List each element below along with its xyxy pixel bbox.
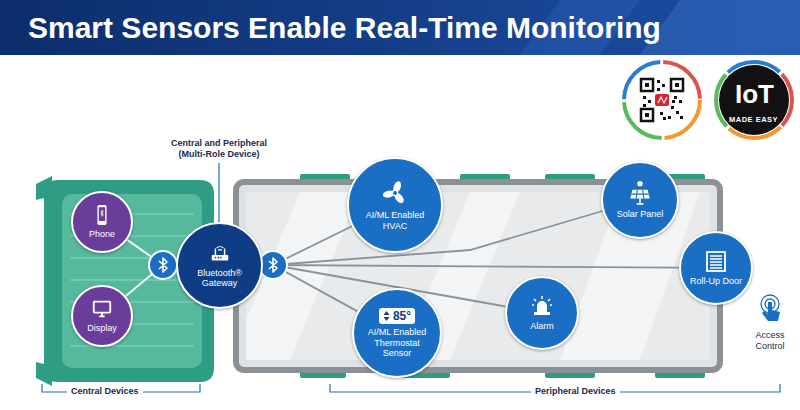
roll-up-door-icon bbox=[704, 249, 728, 273]
qr-badge bbox=[624, 62, 700, 138]
device-circle: Display bbox=[71, 285, 133, 347]
device-circle: Phone bbox=[71, 191, 133, 253]
alarm-icon bbox=[529, 294, 555, 318]
node-icon bbox=[704, 249, 728, 273]
device-circle: Roll-Up Door bbox=[679, 231, 753, 305]
roof-glare bbox=[246, 192, 360, 360]
device-circle: Alarm bbox=[505, 276, 579, 350]
thermostat-arrows bbox=[383, 310, 390, 322]
trailer-roof bbox=[246, 192, 710, 360]
node-content: Solar Panel bbox=[617, 180, 664, 219]
bluetooth-badge bbox=[149, 251, 177, 279]
icon-label: Access Control bbox=[746, 330, 794, 352]
hand-icon bbox=[762, 302, 780, 321]
node-icon bbox=[91, 204, 113, 226]
thermostat-reading: 85° bbox=[393, 309, 411, 323]
logo-text: MADE EASY bbox=[729, 115, 778, 124]
leader-line bbox=[218, 163, 219, 222]
bluetooth-badge bbox=[259, 251, 287, 279]
router-icon bbox=[208, 243, 232, 265]
node-content: Phone bbox=[89, 204, 115, 239]
iot-badge bbox=[716, 62, 792, 138]
device-circle: Bluetooth® Gateway bbox=[176, 222, 263, 309]
trailer-body bbox=[236, 182, 720, 370]
node-icon bbox=[381, 179, 409, 207]
node-icon bbox=[529, 294, 555, 318]
phone-icon bbox=[91, 204, 113, 226]
node-label: Display bbox=[87, 323, 117, 333]
node-label: Solar Panel bbox=[617, 209, 664, 219]
group-label: Peripheral Devices bbox=[531, 386, 620, 397]
device-circle: 85° AI/ML Enabled Thermostat Sensor bbox=[352, 288, 442, 378]
banner-band bbox=[0, 0, 800, 55]
node-label: AI/ML Enabled HVAC bbox=[360, 210, 430, 231]
device-circle: AI/ML Enabled HVAC bbox=[347, 157, 443, 253]
callout-label: Central and Peripheral (Multi-Role Devic… bbox=[159, 138, 279, 160]
node-label: Bluetooth® Gateway bbox=[188, 268, 252, 289]
node-label: Phone bbox=[89, 229, 115, 239]
fan-icon bbox=[381, 179, 409, 207]
node-icon bbox=[208, 243, 232, 265]
node-content: Bluetooth® Gateway bbox=[188, 243, 252, 289]
node-content: Display bbox=[87, 298, 117, 333]
group-label: Central Devices bbox=[67, 386, 143, 397]
node-label: AI/ML Enabled Thermostat Sensor bbox=[365, 327, 429, 358]
node-content: Alarm bbox=[529, 294, 555, 331]
display-icon bbox=[90, 298, 114, 320]
node-content: AI/ML Enabled HVAC bbox=[360, 179, 430, 231]
thermostat-display: 85° bbox=[379, 308, 415, 324]
solar-panel-icon bbox=[626, 180, 654, 206]
connector-line bbox=[263, 265, 679, 268]
banner-stripe bbox=[640, 0, 800, 55]
node-label: Roll-Up Door bbox=[690, 276, 742, 286]
diagram-title: Smart Sensors Enable Real-Time Monitorin… bbox=[28, 0, 661, 55]
node-icon bbox=[90, 298, 114, 320]
node-label: Alarm bbox=[530, 321, 554, 331]
device-circle: Solar Panel bbox=[601, 161, 679, 239]
node-content: Roll-Up Door bbox=[690, 249, 742, 286]
logo-text: IoT bbox=[735, 79, 774, 110]
node-content: 85° AI/ML Enabled Thermostat Sensor bbox=[365, 308, 429, 358]
node-icon bbox=[626, 180, 654, 206]
